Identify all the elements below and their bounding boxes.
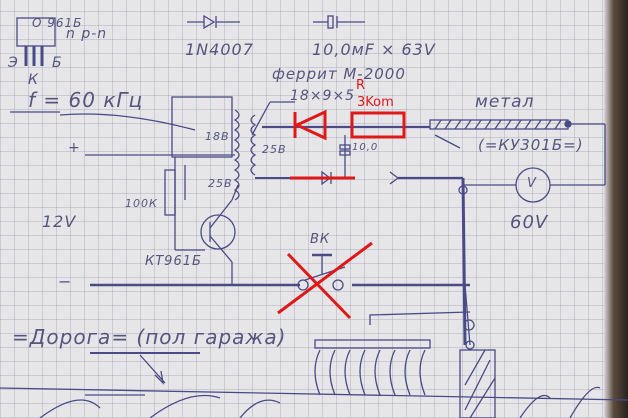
ground-label: =Дорога= (пол гаража) — [12, 325, 287, 349]
transistor-symbol — [200, 214, 236, 250]
ground-post — [459, 349, 496, 418]
secondary-coil — [250, 114, 257, 176]
core-label: феррит М-2000 — [272, 65, 406, 83]
cap-value: 10,0 — [352, 142, 379, 153]
coil-hatching — [314, 349, 426, 396]
plus-terminal: + — [68, 140, 81, 156]
transistor-package — [16, 17, 56, 47]
pin-b: Б — [52, 55, 63, 71]
thyristor-label: (=КУ301Б=) — [478, 136, 584, 154]
red-cross — [277, 241, 373, 315]
pin-k: К — [28, 72, 39, 88]
paper-edge — [604, 0, 628, 418]
resistor-100k — [164, 169, 176, 216]
diode-symbol — [187, 14, 240, 30]
secondary2-voltage: 25В — [208, 177, 233, 190]
transistor-label: КТ961Б — [145, 254, 202, 269]
frequency-label: f = 60 кГц — [28, 88, 144, 112]
ground-line — [0, 387, 628, 401]
output-voltage: 60V — [510, 212, 549, 233]
primary-voltage: 18В — [205, 130, 230, 143]
switch-label: ВК — [310, 232, 331, 247]
metal-label: метал — [475, 92, 535, 112]
red-diode — [293, 109, 327, 141]
transistor-type: n p-n — [66, 26, 108, 42]
red-annotations — [277, 109, 406, 320]
transistor-marking: О 961Б — [32, 16, 83, 30]
pin-e: Э — [8, 55, 19, 71]
primary-coil — [233, 109, 240, 201]
resistor-label: 100К — [125, 197, 158, 210]
r-value: 3Kom — [357, 95, 394, 110]
voltmeter — [515, 167, 551, 203]
minus-terminal: − — [58, 272, 73, 291]
freq-arrow — [59, 113, 196, 131]
secondary1-voltage: 25В — [262, 143, 287, 156]
capacitor-label: 10,0мF × 63V — [312, 40, 436, 59]
capacitor-symbol — [313, 15, 365, 29]
voltmeter-label: V — [527, 176, 537, 191]
diode-label: 1N4007 — [185, 40, 254, 59]
r-label: R — [356, 78, 366, 93]
supply-voltage: 12V — [42, 212, 77, 231]
red-resistor-box — [350, 111, 406, 139]
core-size: 18×9×5 — [290, 88, 356, 104]
